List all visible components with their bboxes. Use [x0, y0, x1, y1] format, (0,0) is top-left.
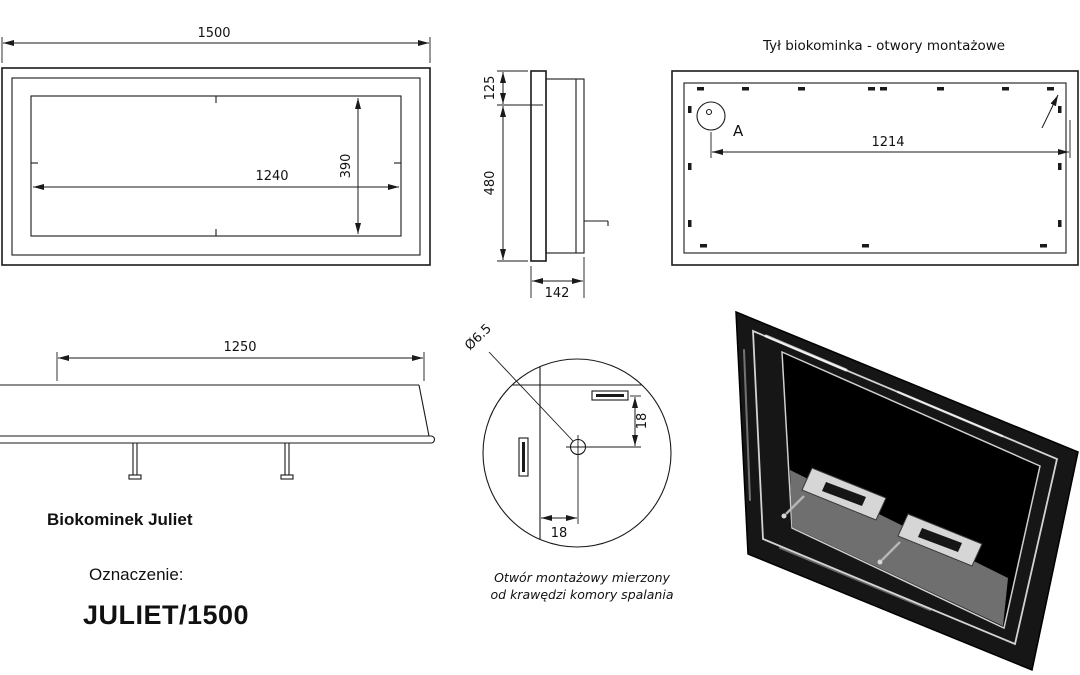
detail-caption-line2: od krawędzi komory spalania: [491, 587, 674, 602]
mounting-holes: [688, 87, 1062, 248]
side-height-value: 480: [483, 171, 498, 196]
front-inner-frame: [11, 77, 421, 256]
iso-floor: [790, 470, 1008, 626]
side-depth-dimension: 142: [530, 257, 585, 301]
detail-chamber-corner: [483, 359, 671, 547]
front-opening-width-value: 1240: [255, 169, 288, 184]
side-depth-value: 142: [545, 286, 570, 301]
detail-circle: [482, 358, 672, 548]
side-front-panel: [530, 70, 547, 262]
back-inner-panel: [683, 82, 1067, 254]
back-view-title: Tył biokominka - otwory montażowe: [762, 38, 1005, 54]
detail-caption-line1: Otwór montażowy mierzony: [494, 570, 670, 585]
detail-vertical-dimension: 18: [588, 395, 650, 448]
model-code: JULIET/1500: [83, 600, 250, 630]
side-height-dimension: 480: [483, 106, 528, 262]
back-outer-frame: [671, 70, 1079, 266]
side-body: [545, 78, 585, 254]
iso-reflections: [743, 334, 1004, 611]
detail-view: Ø6.5 18 18 Otwór montażowy mierzony od k…: [462, 321, 673, 602]
base-width-dimension: 1250: [56, 340, 425, 381]
back-view: Tył biokominka - otwory montażowe A 1214: [671, 38, 1079, 266]
base-legs: [128, 443, 294, 480]
front-view: 1500 1240 390: [1, 26, 431, 266]
side-top-value: 125: [483, 76, 498, 101]
front-width-dimension: 1500: [1, 26, 431, 63]
side-view: 125 480 142: [483, 70, 609, 301]
designation-label: Oznaczenie:: [89, 565, 184, 584]
base-outline: [0, 384, 436, 444]
front-opening-width-dimension: 1240: [33, 169, 399, 190]
front-opening-height-value: 390: [339, 154, 354, 179]
side-top-dimension: 125: [483, 70, 543, 106]
back-hole-span-value: 1214: [871, 135, 904, 150]
product-name: Biokominek Juliet: [47, 510, 193, 529]
back-hole-span-dimension: 1214: [710, 94, 1071, 158]
front-outer-frame: [1, 67, 431, 266]
front-opening-height-dimension: 390: [339, 98, 361, 234]
detail-callout: A: [696, 101, 744, 140]
front-center-marks: [31, 96, 401, 236]
detail-horizontal-dimension: 18: [541, 456, 579, 541]
front-width-value: 1500: [197, 26, 230, 41]
side-body-lines: [575, 79, 609, 253]
hole-diameter-value: Ø6.5: [462, 321, 495, 353]
iso-view: [735, 310, 1079, 672]
iso-burner-2: [877, 513, 983, 567]
detail-horizontal-value: 18: [551, 526, 568, 541]
base-view: 1250: [0, 340, 436, 480]
iso-burner-1: [781, 467, 887, 521]
detail-callout-label: A: [733, 122, 744, 140]
base-width-value: 1250: [223, 340, 256, 355]
detail-vertical-value: 18: [635, 413, 650, 430]
